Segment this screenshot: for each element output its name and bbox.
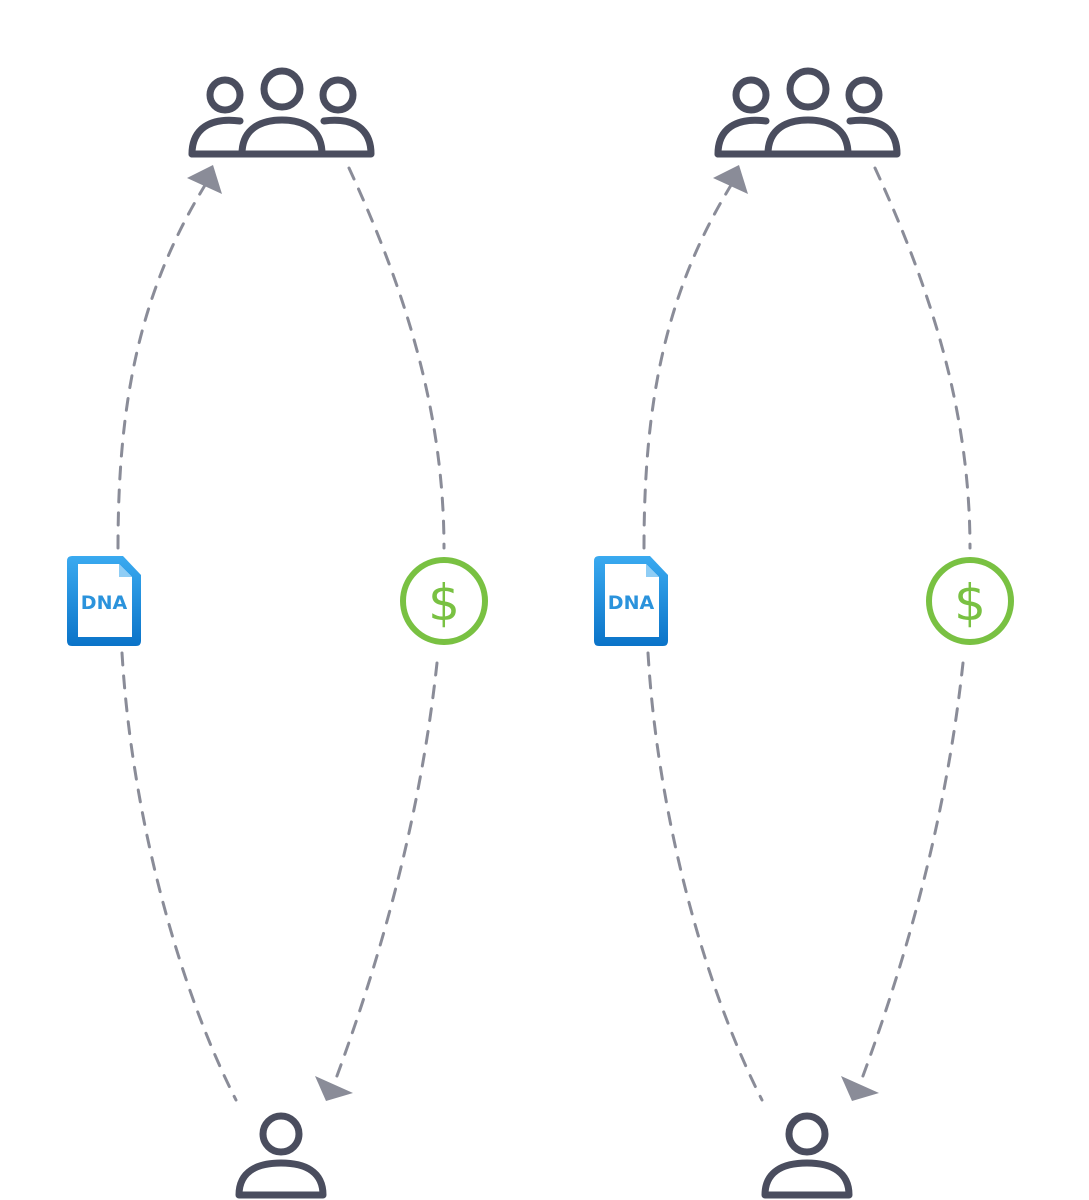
- dna-link-lower: [120, 651, 238, 1102]
- dollar-coin-icon: $: [400, 557, 488, 645]
- diagram-panel-left: DNA $: [67, 67, 488, 1199]
- dna-label: DNA: [608, 592, 655, 614]
- dna-file-icon: DNA: [67, 556, 141, 646]
- group-of-people-icon: [188, 67, 375, 158]
- dollar-label: $: [954, 574, 986, 632]
- payment-link-lower: [858, 661, 965, 1086]
- dna-link-upper: [116, 180, 209, 550]
- group-of-people-icon: [714, 67, 901, 158]
- arrowhead-to-person: [841, 1076, 879, 1101]
- arrowhead-to-person: [315, 1076, 353, 1101]
- dollar-coin-icon: $: [926, 557, 1014, 645]
- arrowhead-to-group: [713, 165, 748, 194]
- dna-link-upper: [642, 180, 735, 550]
- payment-link-lower: [332, 661, 439, 1086]
- dna-file-icon: DNA: [594, 556, 668, 646]
- single-person-icon: [235, 1112, 327, 1199]
- payment-link-upper: [873, 166, 972, 550]
- dollar-label: $: [428, 574, 460, 632]
- arrowhead-to-group: [187, 165, 222, 194]
- dna-label: DNA: [81, 592, 128, 614]
- single-person-icon: [761, 1112, 853, 1199]
- payment-link-upper: [347, 166, 446, 550]
- diagram-panel-right: DNA $: [594, 67, 1014, 1199]
- dna-link-lower: [646, 651, 764, 1102]
